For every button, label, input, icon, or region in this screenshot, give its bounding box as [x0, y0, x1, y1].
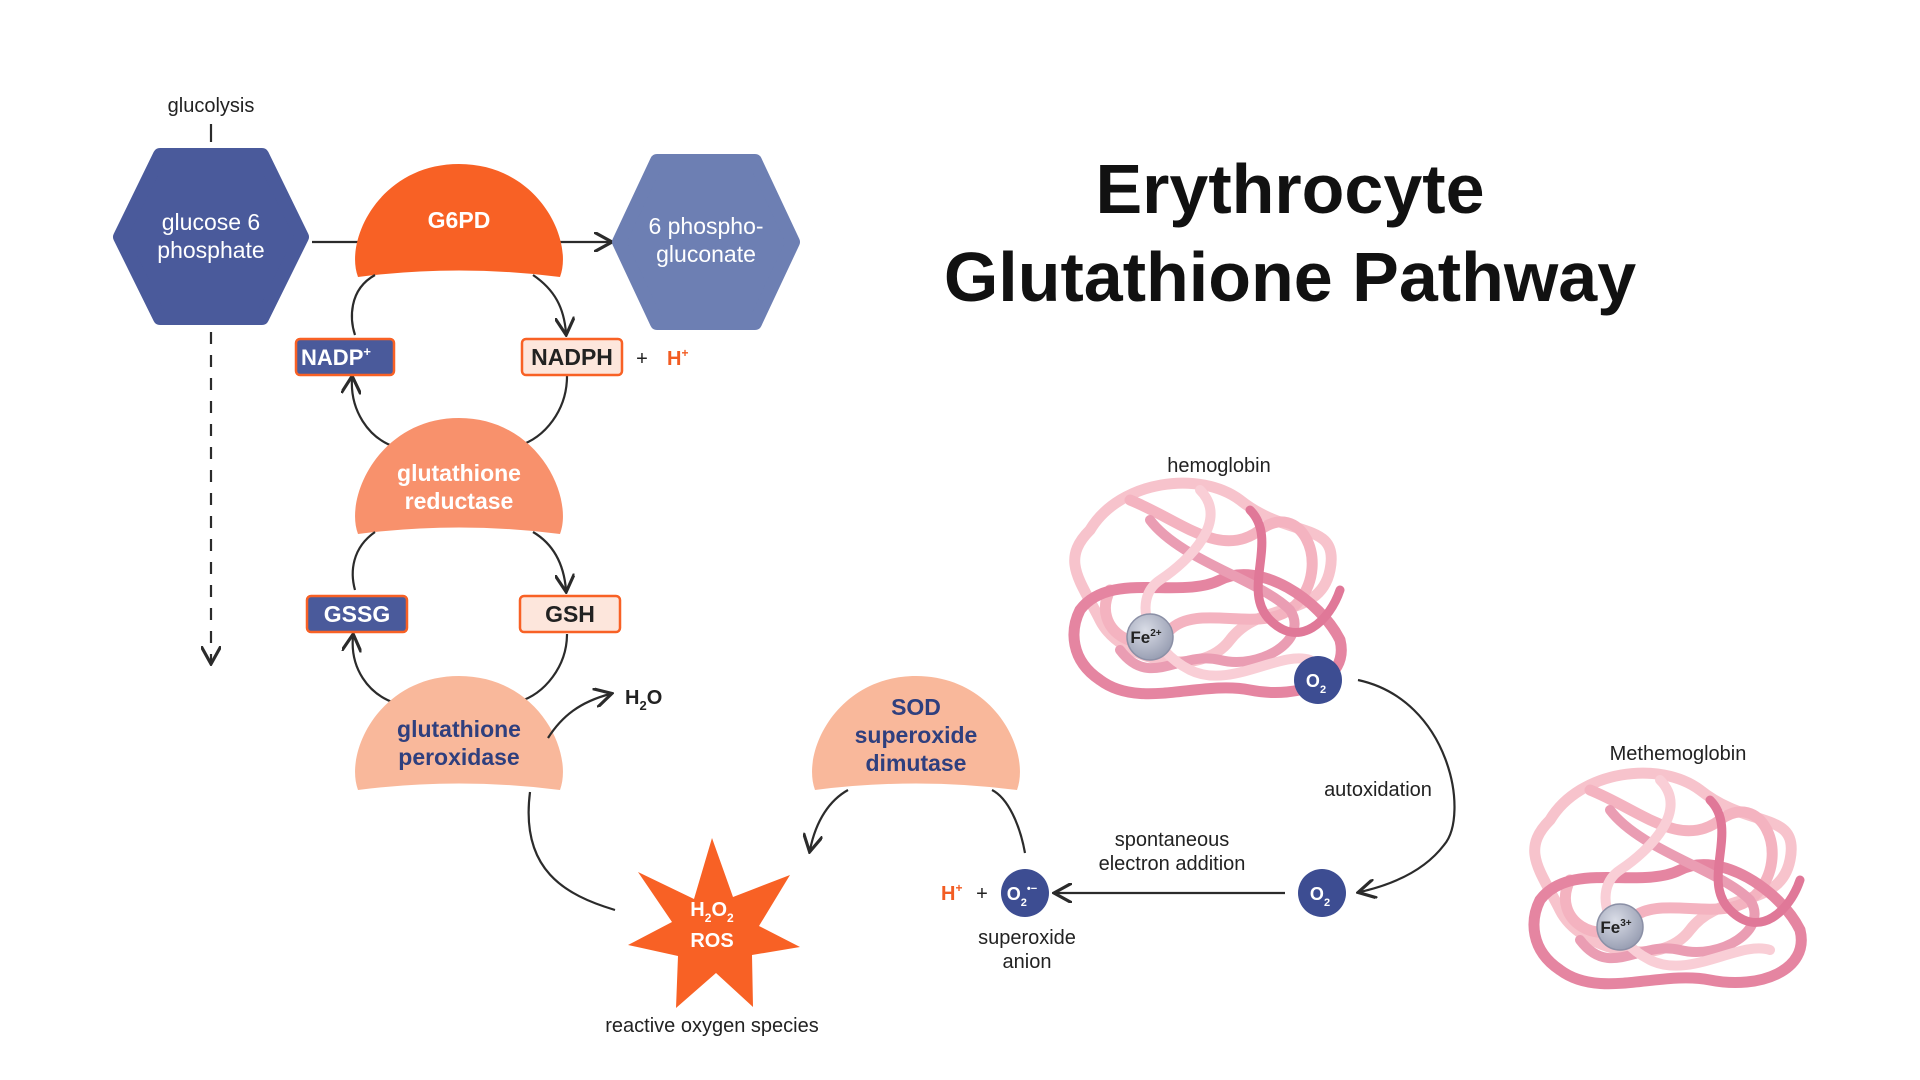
glutathione-peroxidase-label-1: glutathione [397, 716, 521, 742]
arc-nadph-to-reductase [517, 375, 569, 448]
phosphogluconate-label-1: 6 phospho- [648, 213, 763, 239]
methemoglobin-protein [1528, 767, 1807, 990]
arc-superoxide-to-sod [991, 789, 1027, 854]
o2-label-upper: O2 [1306, 671, 1326, 696]
superoxide-symbol: O2•− [1007, 883, 1037, 909]
spontaneous-label-2: electron addition [1099, 853, 1246, 875]
ros-star [628, 838, 800, 1008]
autoxidation-label: autoxidation [1324, 779, 1432, 801]
gsh-label: GSH [545, 601, 595, 627]
sod-enzyme [812, 676, 1020, 790]
gssg-box [305, 594, 409, 634]
glutathione-reductase-label-1: glutathione [397, 460, 521, 486]
sod-label-3: dimutase [866, 750, 967, 776]
gssg-label: GSSG [324, 601, 390, 627]
glutathione-reductase-enzyme [355, 418, 563, 534]
title-line-1: Erythrocyte [1095, 150, 1484, 228]
sod-label-2: superoxide [855, 722, 978, 748]
arc-g6pd-to-nadp [350, 274, 376, 336]
fe2-iron [1126, 613, 1174, 661]
glucose-6-phosphate-hexagon [113, 148, 309, 325]
spontaneous-label-1: spontaneous [1115, 829, 1230, 851]
fe3-iron [1596, 903, 1644, 951]
superoxide-circle [1001, 869, 1049, 917]
g6pd-label: G6PD [428, 207, 491, 233]
arrow-reductase-to-gsh [532, 531, 566, 590]
superoxide-anion-label-1: superoxide [978, 927, 1076, 949]
glucose-6-phosphate-label-2: phosphate [157, 237, 264, 263]
h-plus-label: H+ [667, 346, 688, 370]
reactive-oxygen-species-label: reactive oxygen species [605, 1015, 818, 1037]
hemoglobin-protein [1068, 477, 1347, 700]
arrow-peroxidase-to-gssg [353, 636, 396, 705]
g6pd-enzyme [355, 164, 563, 277]
glucose-6-phosphate-label-1: glucose 6 [162, 209, 260, 235]
arrow-peroxidase-to-h2o [547, 694, 610, 739]
superoxide-anion-label-2: anion [1003, 951, 1052, 973]
title-line-2: Glutathione Pathway [944, 238, 1636, 316]
h2o-label: H2O [625, 687, 662, 713]
o2-label-lower: O2 [1310, 884, 1330, 909]
nadp-box [294, 337, 396, 377]
glutathione-peroxidase-label-2: peroxidase [398, 744, 519, 770]
o2-circle-lower [1298, 869, 1346, 917]
nadp-label: NADP+ [301, 344, 371, 370]
phosphogluconate-label-2: gluconate [656, 241, 756, 267]
hemoglobin-label: hemoglobin [1167, 455, 1270, 477]
arrow-g6pd-to-nadph [532, 274, 566, 333]
ros-label: ROS [690, 930, 733, 952]
methemoglobin-label: Methemoglobin [1610, 743, 1747, 765]
glutathione-reductase-label-2: reductase [405, 488, 514, 514]
o2-circle-upper [1294, 656, 1342, 704]
phosphogluconate-hexagon [612, 154, 800, 330]
fe3-label: Fe3+ [1600, 918, 1631, 937]
arc-gsh-to-peroxidase [517, 633, 569, 704]
plus-sign-superoxide: + [976, 883, 988, 905]
h-plus-superoxide: H+ [941, 881, 962, 905]
arc-peroxidase-to-ros [527, 791, 616, 912]
plus-sign-nadph: + [636, 348, 648, 370]
nadph-box [520, 337, 624, 377]
glycolysis-label: glucolysis [168, 95, 255, 117]
sod-label-1: SOD [891, 694, 941, 720]
gsh-box [518, 594, 622, 634]
fe2-label: Fe2+ [1130, 628, 1161, 647]
glutathione-peroxidase-enzyme [355, 676, 563, 790]
arc-reductase-to-gssg [351, 531, 376, 591]
arrow-reductase-to-nadp [352, 378, 396, 449]
nadph-label: NADPH [531, 344, 613, 370]
arrow-sod-to-ros [810, 789, 849, 850]
arrow-autoxidation [1358, 678, 1456, 892]
ros-h2o2-label: H2O2 [690, 899, 734, 925]
